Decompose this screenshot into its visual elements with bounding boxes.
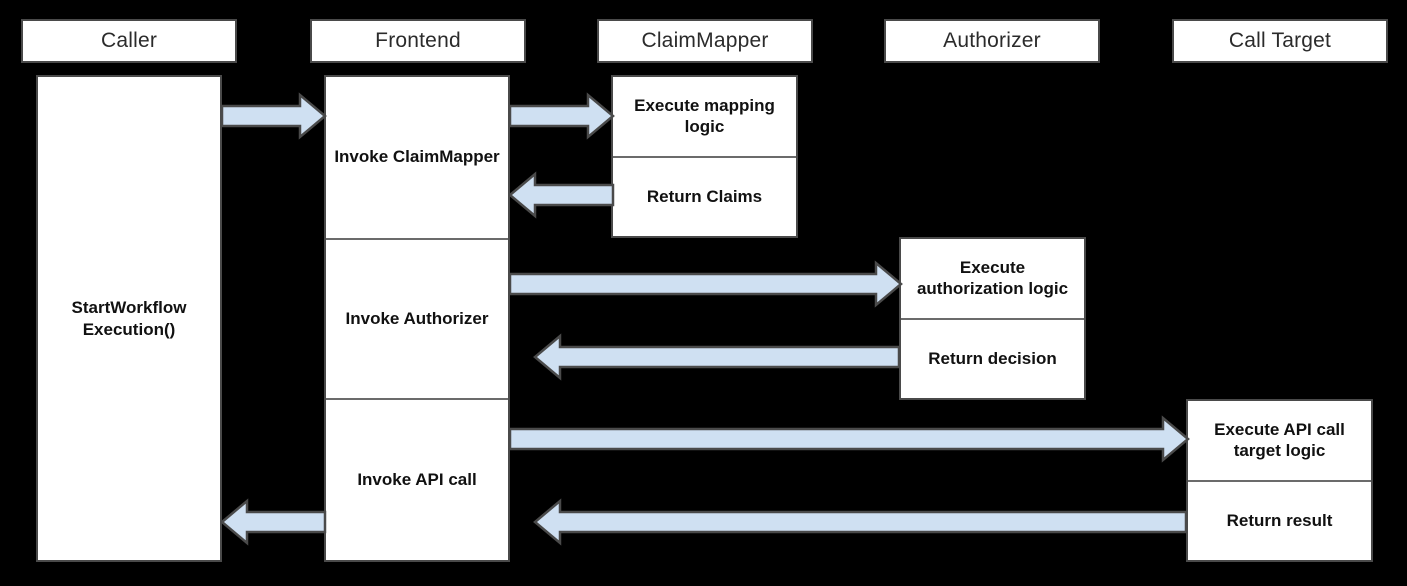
activation-segment-authorizer-1: Return decision bbox=[901, 317, 1084, 398]
message-arrow-claimmapper-to-frontend[interactable] bbox=[508, 171, 615, 219]
activation-segment-call-target-1: Return result bbox=[1188, 479, 1371, 560]
participant-label: Frontend bbox=[375, 29, 461, 52]
message-arrow-call-target-to-frontend[interactable] bbox=[533, 498, 1188, 546]
message-arrow-frontend-to-call-target[interactable] bbox=[508, 415, 1190, 463]
participant-label: Call Target bbox=[1228, 29, 1332, 52]
activation-segment-frontend-1: Invoke Authorizer bbox=[326, 237, 508, 399]
activation-segment-caller-0: StartWorkflow Execution() bbox=[71, 297, 187, 339]
participant-header-claimmapper[interactable]: ClaimMapper bbox=[597, 19, 813, 63]
message-arrow-authorizer-to-frontend[interactable] bbox=[533, 333, 901, 381]
activation-segment-claimmapper-0: Execute mapping logic bbox=[634, 95, 775, 137]
activation-segment-frontend-2: Invoke API call bbox=[326, 398, 508, 560]
message-arrow-frontend-to-caller[interactable] bbox=[220, 498, 327, 546]
participant-header-call-target[interactable]: Call Target bbox=[1172, 19, 1388, 63]
activation-segment-claimmapper-1: Return Claims bbox=[613, 155, 796, 236]
message-arrow-frontend-to-claimmapper[interactable] bbox=[508, 92, 615, 140]
participant-label: Authorizer bbox=[943, 29, 1041, 52]
activation-claimmapper[interactable]: Execute mapping logic Return Claims bbox=[611, 75, 798, 238]
message-arrow-frontend-to-authorizer[interactable] bbox=[508, 260, 903, 308]
participant-header-frontend[interactable]: Frontend bbox=[310, 19, 526, 63]
activation-segment-authorizer-0: Execute authorization logic bbox=[916, 257, 1069, 299]
participant-header-caller[interactable]: Caller bbox=[21, 19, 237, 63]
activation-call-target[interactable]: Execute API call target logic Return res… bbox=[1186, 399, 1373, 562]
activation-caller[interactable]: StartWorkflow Execution() bbox=[36, 75, 222, 562]
activation-authorizer[interactable]: Execute authorization logic Return decis… bbox=[899, 237, 1086, 400]
participant-label: ClaimMapper bbox=[641, 29, 769, 52]
message-arrow-caller-to-frontend[interactable] bbox=[220, 92, 327, 140]
participant-label: Caller bbox=[100, 29, 158, 52]
activation-segment-call-target-0: Execute API call target logic bbox=[1214, 419, 1345, 461]
activation-frontend[interactable]: Invoke ClaimMapper Invoke Authorizer Inv… bbox=[324, 75, 510, 562]
participant-header-authorizer[interactable]: Authorizer bbox=[884, 19, 1100, 63]
activation-segment-frontend-0: Invoke ClaimMapper bbox=[334, 147, 500, 167]
